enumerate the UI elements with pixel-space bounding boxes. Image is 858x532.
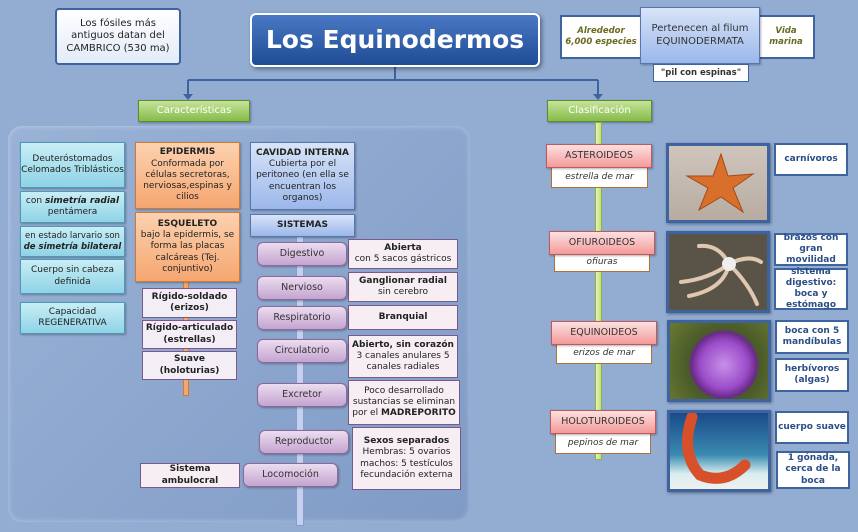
class-note: herbívoros (algas)	[775, 358, 849, 392]
text: con 5 sacos gástricos	[354, 254, 452, 264]
species-count: Alrededor 6,000 especies	[565, 26, 637, 47]
heading: CAVIDAD INTERNA	[256, 147, 349, 158]
sea-urchin-image	[667, 320, 771, 402]
class-note: sistema digestivo: boca y estómago	[774, 267, 848, 310]
system-detail: Sistema ambulocral	[140, 463, 240, 488]
text-emphasis: simetría radial	[44, 195, 120, 206]
text: Cubierta por el peritoneo (en ella se en…	[256, 159, 349, 203]
class-common-name: ofiuras	[554, 254, 650, 272]
brittle-star-image	[666, 231, 770, 313]
class-common-name: pepinos de mar	[555, 433, 651, 454]
heading: Abierto, sin corazón	[352, 339, 454, 350]
heading: Abierta	[384, 242, 422, 253]
general-traits: Deuteróstomados Celomados Triblásticos	[20, 142, 125, 188]
text-emphasis: MADREPORITO	[380, 408, 456, 419]
fossil-note: Los fósiles más antiguos datan del CAMBR…	[55, 8, 181, 65]
class-note: carnívoros	[774, 143, 848, 176]
text: pentámera	[47, 207, 98, 217]
skeleton-type: Rígido-soldado (erizos)	[142, 288, 237, 318]
text: Conformada por células secretoras, nervi…	[143, 158, 232, 203]
class-note: cuerpo suave	[775, 411, 849, 444]
radial-symmetry: con simetría radial pentámera	[20, 191, 125, 223]
text: con	[25, 195, 45, 206]
starfish-image	[666, 143, 770, 223]
system-reproductor: Reproductor	[259, 430, 349, 454]
heading: Branquial	[378, 311, 428, 322]
habitat: Vida marina	[769, 26, 803, 47]
system-digestivo: Digestivo	[257, 242, 347, 266]
system-nervioso: Nervioso	[257, 276, 347, 300]
heading: ESQUELETO	[157, 218, 218, 229]
sea-cucumber-image	[667, 410, 771, 492]
heading: Ganglionar radial	[359, 275, 447, 286]
classification-line	[595, 122, 602, 460]
page-title: Los Equinodermos	[250, 13, 540, 67]
text-emphasis: de simetría bilateral	[23, 241, 122, 252]
skeleton-type: Suave (holoturias)	[142, 351, 237, 380]
system-detail: Branquial	[348, 305, 458, 330]
class-ofiuroideos: OFIUROIDEOS	[549, 231, 655, 255]
regeneration: Capacidad REGENERATIVA	[20, 302, 125, 334]
text: 3 canales anulares 5 canales radiales	[356, 350, 450, 373]
heading: EPIDERMIS	[159, 147, 216, 158]
etymology: "pil con espinas"	[653, 64, 749, 82]
caracteristicas-header: Características	[138, 100, 250, 122]
larval-symmetry: en estado larvario son de simetría bilat…	[20, 226, 125, 257]
system-detail: Poco desarrollado sustancias se eliminan…	[348, 380, 460, 425]
text: Poco desarrollado sustancias se eliminan…	[352, 385, 456, 419]
heading: Sexos separados	[363, 436, 450, 446]
skeleton-type: Rígido-articulado (estrellas)	[142, 320, 237, 349]
system-respiratorio: Respiratorio	[257, 306, 347, 330]
class-note: brazos con gran movilidad	[774, 233, 848, 266]
class-holoturoideos: HOLOTUROIDEOS	[550, 410, 656, 434]
class-common-name: estrella de mar	[551, 167, 648, 188]
text: en estado larvario son	[25, 230, 120, 241]
system-circulatorio: Circulatorio	[257, 339, 347, 363]
sistemas-header: SISTEMAS	[250, 214, 355, 237]
class-asteroideos: ASTEROIDEOS	[546, 144, 652, 168]
text: sin cerebro	[377, 287, 428, 297]
text: bajo la epidermis, se forma las placas c…	[140, 230, 235, 274]
text: Hembras: 5 ovarios machos: 5 testículos …	[360, 447, 453, 480]
filum-box: Pertenecen al filum EQUINODERMATA	[640, 7, 760, 64]
system-excretor: Excretor	[257, 383, 347, 407]
clasificacion-header: Clasificación	[547, 100, 652, 122]
system-locomocion: Locomoción	[243, 463, 338, 487]
class-note: 1 gónada, cerca de la boca	[776, 451, 850, 489]
no-head: Cuerpo sin cabeza definida	[20, 259, 125, 294]
class-common-name: erizos de mar	[556, 344, 652, 364]
class-note: boca con 5 mandíbulas	[775, 320, 849, 354]
class-equinoideos: EQUINOIDEOS	[551, 321, 657, 345]
